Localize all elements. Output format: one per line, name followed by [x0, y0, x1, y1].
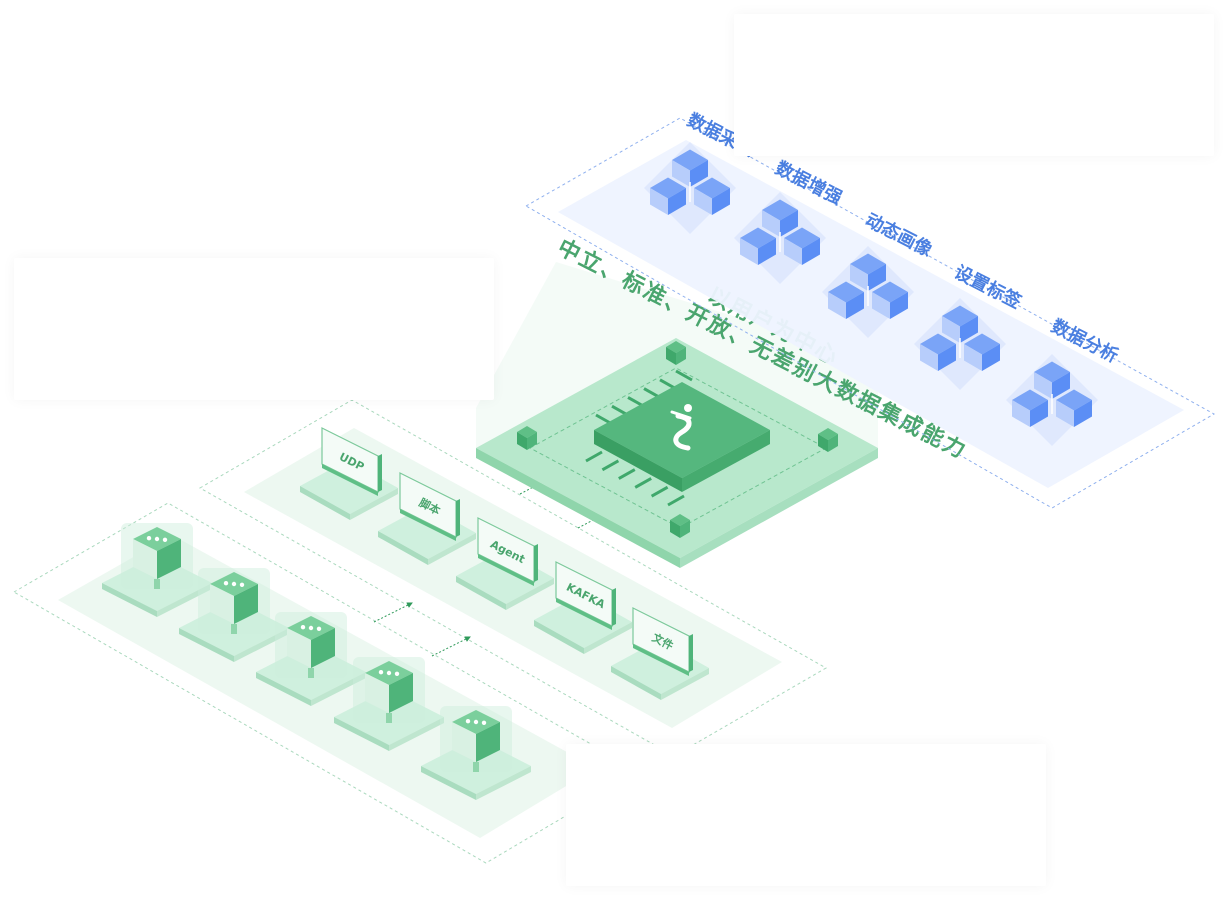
chip-pin: [675, 369, 693, 382]
server-led: [300, 625, 306, 630]
server-led: [465, 719, 471, 724]
cube-group-5: [1006, 354, 1098, 446]
server-led: [162, 537, 168, 542]
channel-5: 文件: [611, 607, 709, 700]
channel-base: [378, 505, 476, 559]
device-2: [179, 568, 289, 662]
channel-base: [300, 460, 398, 514]
server-led: [231, 581, 237, 587]
chip-pin: [585, 450, 603, 463]
chip-pin: [634, 477, 652, 489]
device-4: [334, 657, 444, 751]
chip-pin: [650, 485, 669, 498]
cube-group-3: [822, 246, 914, 338]
server-led: [146, 536, 152, 541]
chip-pin: [601, 459, 620, 472]
channel-base: [611, 640, 709, 694]
info-card-top-right: [734, 14, 1214, 156]
chip-pin: [667, 494, 685, 507]
info-card-bottom: [566, 744, 1046, 886]
info-card-left: [14, 258, 494, 400]
channel-1: UDP: [300, 427, 398, 520]
layer-devices: [12, 502, 641, 864]
server-led: [223, 581, 229, 586]
cube-group-2: [734, 192, 826, 284]
dancer-logo-icon: [670, 404, 692, 451]
channel-4: KAFKA: [534, 561, 632, 654]
server-led: [316, 626, 322, 631]
server-led: [239, 582, 245, 587]
server-led: [378, 670, 384, 675]
server-led: [481, 720, 487, 725]
device-1: [102, 523, 212, 617]
server-led: [386, 670, 392, 676]
channel-3: Agent: [456, 517, 554, 610]
device-3: [256, 612, 366, 706]
server-led: [308, 625, 314, 631]
layer-channels-outline: [198, 399, 828, 757]
channel-2: 脚本: [378, 472, 476, 565]
channel-base: [534, 594, 632, 648]
server-led: [154, 536, 160, 542]
cube-group-4: [914, 298, 1006, 390]
cube-group-1: [644, 142, 736, 234]
server-led: [473, 719, 479, 725]
channel-base: [456, 550, 554, 604]
device-5: [421, 706, 531, 800]
layer-top-outline: [524, 117, 1216, 509]
server-led: [394, 671, 400, 676]
flow-arrow-2: [431, 636, 471, 657]
flow-arrow-1: [373, 602, 413, 623]
chip-pin: [618, 468, 636, 480]
